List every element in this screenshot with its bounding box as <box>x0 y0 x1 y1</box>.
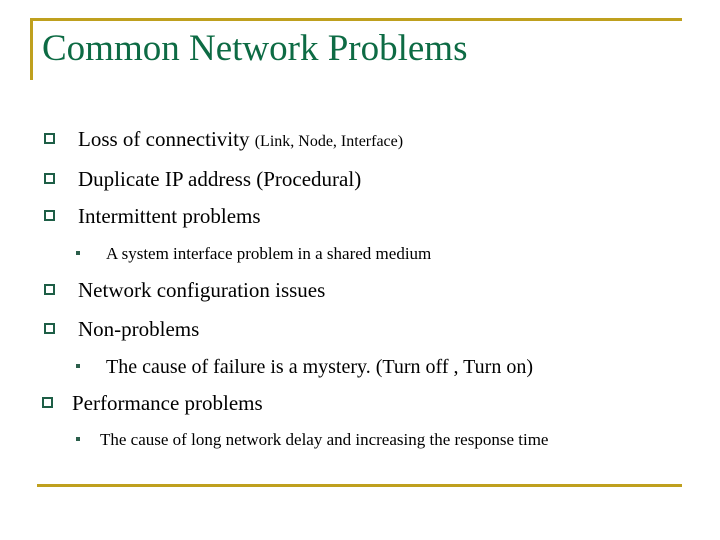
left-accent-rule <box>30 18 33 80</box>
hollow-square-bullet-icon <box>44 210 55 221</box>
list-item-label: Loss of connectivity (Link, Node, Interf… <box>78 129 403 152</box>
list-item-text: Loss of connectivity <box>78 127 255 151</box>
list-item-label: Non-problems <box>78 317 200 341</box>
list-item-suffix: (Link, Node, Interface) <box>254 133 404 150</box>
list-item-label: Intermittent problems <box>78 204 261 228</box>
sub-list-item-label: A system interface problem in a shared m… <box>106 244 432 263</box>
hollow-square-bullet-icon <box>42 397 53 408</box>
list-item-label: Duplicate IP address (Procedural) <box>78 167 362 191</box>
filled-square-bullet-icon <box>76 251 80 255</box>
hollow-square-bullet-icon <box>44 323 55 334</box>
filled-square-bullet-icon <box>76 364 80 368</box>
top-accent-rule <box>30 18 682 21</box>
hollow-square-bullet-icon <box>44 173 55 184</box>
list-item-label: Network configuration issues <box>78 278 326 302</box>
sub-list-item-label: The cause of long network delay and incr… <box>100 430 549 449</box>
page-title: Common Network Problems <box>42 28 468 69</box>
sub-list-item-label: The cause of failure is a mystery. (Turn… <box>106 356 533 378</box>
list-item-label: Performance problems <box>72 391 263 415</box>
bottom-accent-rule <box>37 484 682 487</box>
filled-square-bullet-icon <box>76 437 80 441</box>
hollow-square-bullet-icon <box>44 133 55 144</box>
hollow-square-bullet-icon <box>44 284 55 295</box>
